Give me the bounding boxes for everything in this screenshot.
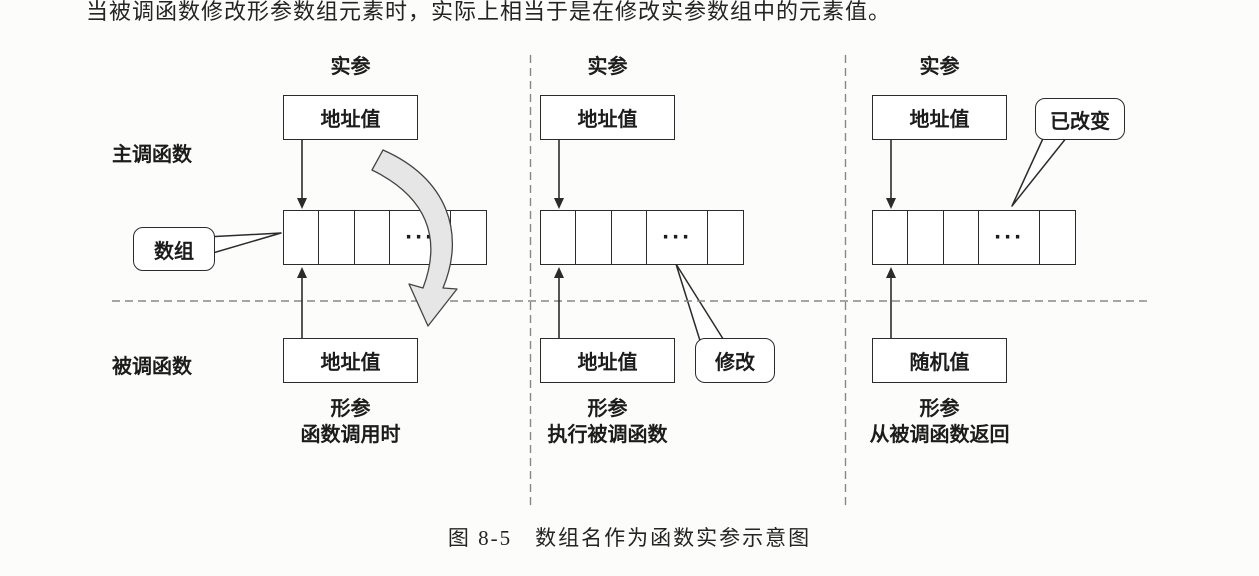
ellipsis-text: ··· xyxy=(994,223,1025,251)
panel2-array: ··· xyxy=(540,210,744,265)
panel1-formal-address-box: 地址值 xyxy=(283,338,418,383)
array-cell xyxy=(610,210,648,265)
array-cell xyxy=(942,210,980,265)
array-cell xyxy=(575,210,613,265)
panel2-phase-label: 执行被调函数 xyxy=(547,424,668,446)
array-cell xyxy=(353,210,391,265)
ellipsis-text: ··· xyxy=(662,223,693,251)
panel3-actual-param-label: 实参 xyxy=(919,56,960,78)
array-callout-tail xyxy=(205,232,282,256)
array-cell-ellipsis: ··· xyxy=(389,210,452,265)
panel1-phase-label: 函数调用时 xyxy=(300,424,401,446)
array-cell-ellipsis: ··· xyxy=(978,210,1041,265)
panel3-phase-label: 从被调函数返回 xyxy=(869,424,1010,446)
panel2-actual-address-box: 地址值 xyxy=(540,95,675,140)
panel1-array: ··· xyxy=(283,210,487,265)
panel2-actual-param-label: 实参 xyxy=(587,56,628,78)
array-cell xyxy=(449,210,487,265)
panel2-formal-address-box: 地址值 xyxy=(540,338,675,383)
caller-function-label: 主调函数 xyxy=(112,144,192,166)
intro-sentence: 当被调函数修改形参数组元素时，实际上相当于是在修改实参数组中的元素值。 xyxy=(86,0,892,24)
ellipsis-text: ··· xyxy=(405,223,436,251)
array-cell xyxy=(318,210,356,265)
array-cell-ellipsis: ··· xyxy=(646,210,709,265)
modify-callout-bubble: 修改 xyxy=(695,338,775,383)
array-cell xyxy=(1038,210,1076,265)
array-cell xyxy=(872,210,909,265)
array-cell xyxy=(283,210,320,265)
panel3-formal-param-label: 形参 xyxy=(919,398,960,420)
panel3-formal-random-box: 随机值 xyxy=(872,338,1007,383)
figure-caption: 图 8-5 数组名作为函数实参示意图 xyxy=(447,526,812,550)
changed-callout-bubble: 已改变 xyxy=(1035,98,1125,140)
panel1-actual-address-box: 地址值 xyxy=(283,95,418,140)
changed-callout-tail xyxy=(1011,131,1068,207)
panel1-actual-param-label: 实参 xyxy=(330,56,371,78)
panel3-array: ··· xyxy=(872,210,1076,265)
array-callout-bubble: 数组 xyxy=(133,227,215,271)
panel2-formal-param-label: 形参 xyxy=(587,398,628,420)
modify-callout-tail xyxy=(675,263,726,348)
callee-function-label: 被调函数 xyxy=(112,356,192,378)
panel3-actual-address-box: 地址值 xyxy=(872,95,1007,140)
array-cell xyxy=(706,210,744,265)
array-cell xyxy=(540,210,577,265)
array-cell xyxy=(907,210,945,265)
panel1-formal-param-label: 形参 xyxy=(330,398,371,420)
